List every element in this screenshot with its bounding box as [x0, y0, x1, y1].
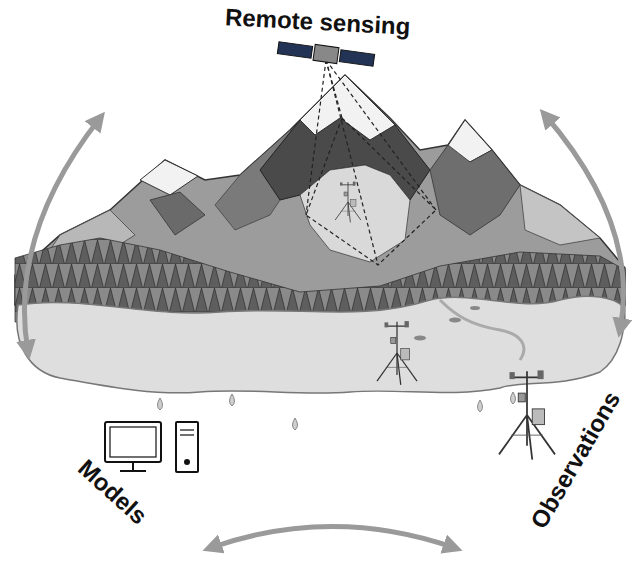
section-label: Models	[72, 455, 151, 530]
section-label: Remote sensing	[225, 4, 412, 40]
